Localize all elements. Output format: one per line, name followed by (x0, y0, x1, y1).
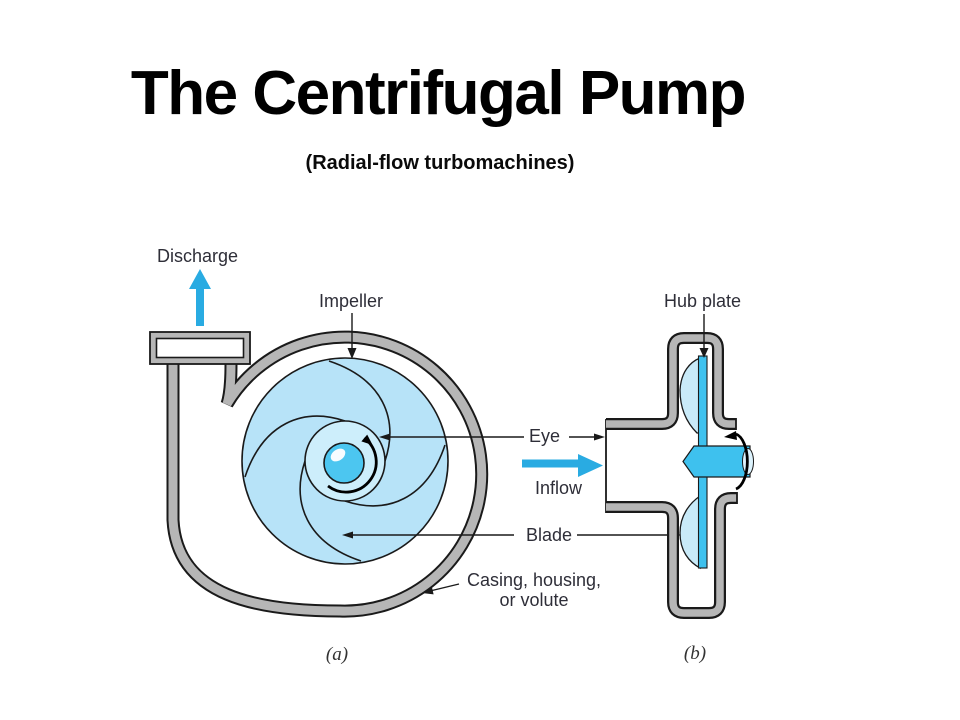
caption-b: (b) (683, 643, 707, 664)
label-casing-line1: Casing, housing, (466, 570, 602, 590)
pump-shaft (682, 445, 754, 478)
label-hub-plate: Hub plate (664, 291, 742, 311)
label-blade: Blade (526, 525, 573, 545)
label-casing: Casing, housing, or volute (454, 570, 614, 610)
rotation-arrow-front (327, 434, 378, 494)
caption-a: (a) (325, 644, 349, 665)
blade-section-lower (679, 494, 701, 570)
label-casing-line2: or volute (499, 590, 569, 610)
impeller-blades (244, 360, 446, 562)
page-subtitle: (Radial-flow turbomachines) (305, 152, 575, 174)
volute-casing (166, 330, 489, 618)
hub-plate-pointer-arrow (699, 314, 709, 358)
impeller-pointer-arrow (347, 313, 357, 359)
casing-section-bottom (606, 492, 738, 619)
eye-leader-arrow (379, 433, 605, 441)
discharge-flow-arrow (189, 269, 211, 326)
page-title: The Centrifugal Pump (130, 59, 747, 128)
eye-ball (323, 442, 365, 484)
label-discharge: Discharge (157, 246, 239, 266)
label-eye: Eye (529, 426, 561, 446)
label-inflow: Inflow (535, 478, 583, 498)
blade-section-upper (679, 357, 701, 434)
rotation-arrow-side (724, 431, 749, 491)
casing-section-top (606, 332, 737, 430)
label-impeller: Impeller (319, 291, 384, 311)
casing-leader-arrow (422, 583, 460, 595)
discharge-flange (149, 331, 251, 365)
inflow-arrow (522, 454, 603, 477)
